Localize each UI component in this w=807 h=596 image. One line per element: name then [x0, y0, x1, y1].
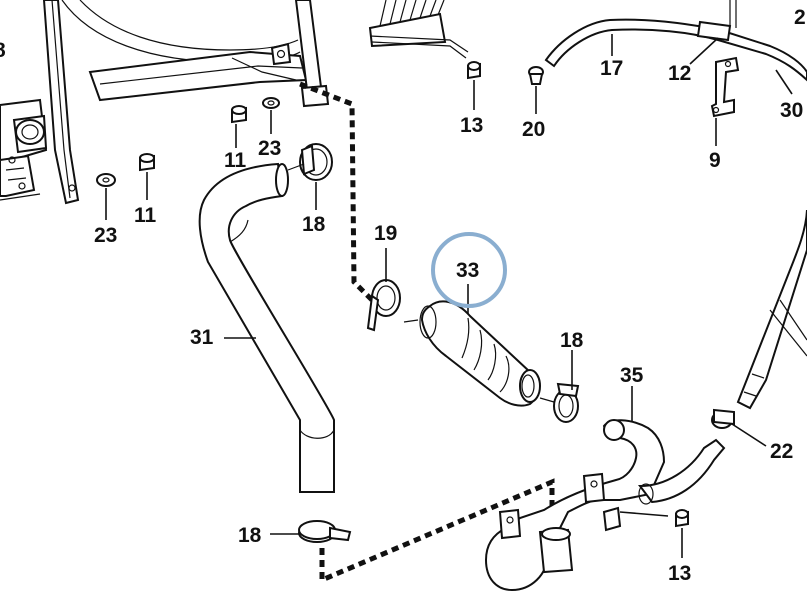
label-19: 19	[374, 222, 397, 245]
hose-31	[198, 162, 335, 493]
label-18-top: 18	[302, 213, 326, 236]
label-18-bottom: 18	[238, 524, 262, 547]
label-13-upper: 13	[460, 114, 483, 137]
leader-lines	[105, 34, 793, 558]
bolt-11-left	[139, 153, 155, 172]
clamp-22	[711, 408, 735, 429]
left-bracket-assembly	[0, 98, 48, 201]
label-23-upper: 23	[258, 137, 281, 160]
highlight-circle	[431, 232, 507, 308]
label-35: 35	[620, 364, 644, 387]
label-11-upper: 11	[224, 149, 247, 172]
washer-23-upper	[262, 97, 280, 109]
right-long-hose	[736, 209, 807, 410]
label-8: 8	[0, 39, 6, 62]
clamp-18-top	[287, 143, 333, 181]
hose-35	[484, 419, 726, 592]
label-30: 30	[780, 99, 803, 122]
bracket-9	[710, 56, 740, 118]
label-13-lower: 13	[668, 562, 691, 585]
hose-33	[403, 300, 541, 407]
wiring-harness	[368, 0, 469, 59]
label-12: 12	[668, 62, 691, 85]
label-31: 31	[190, 326, 214, 349]
bolt-20	[528, 66, 544, 85]
label-17: 17	[600, 57, 623, 80]
cable-17	[544, 0, 807, 82]
label-11-left: 11	[134, 204, 157, 227]
label-33: 33	[456, 259, 479, 282]
bolt-13-lower	[675, 509, 689, 528]
bolt-11-upper	[231, 105, 247, 124]
washer-23-left	[96, 173, 116, 187]
label-18-middle: 18	[560, 329, 584, 352]
label-23-left: 23	[94, 224, 117, 247]
label-22: 22	[770, 440, 793, 463]
label-20: 20	[522, 118, 545, 141]
clamp-19	[366, 279, 401, 332]
dashed-leader-upper	[299, 81, 374, 302]
bolt-13-upper	[467, 61, 481, 80]
label-2x: 2	[794, 6, 806, 29]
clamp-18-bottom	[298, 520, 352, 543]
label-9: 9	[709, 149, 721, 172]
